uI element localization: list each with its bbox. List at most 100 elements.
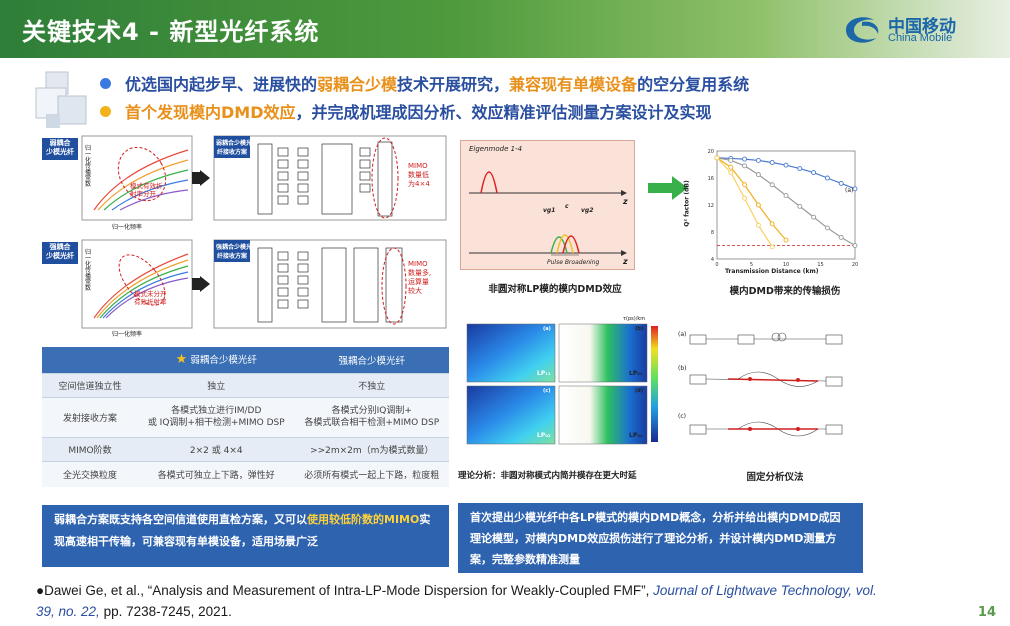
weak-fiber-label: 弱耦合 少模光纤 bbox=[46, 139, 74, 156]
bullet-dot-icon bbox=[100, 106, 111, 117]
y-tick-label: 20 bbox=[708, 149, 714, 155]
series-point-0 bbox=[838, 180, 844, 186]
y-tick-label: 4 bbox=[711, 257, 714, 263]
bullet-1-highlight-b: 兼容现有单模设备 bbox=[509, 75, 638, 94]
series-point-1 bbox=[824, 225, 830, 231]
reference-citation: ●Dawei Ge, et al., “Analysis and Measure… bbox=[36, 580, 886, 622]
right-summary-box: 首次提出少模光纤中各LP模式的模内DMD概念，分析并给出模内DMD成因理论模型，… bbox=[458, 503, 863, 573]
heatmap-lp-d: LP₃₁ bbox=[629, 432, 643, 439]
bullet-1-highlight-a: 弱耦合少模 bbox=[317, 75, 398, 94]
bullet-2: 首个发现模内DMD效应，并完成机理成因分析、效应精准评估测量方案设计及实现 bbox=[100, 99, 712, 123]
y-tick-label: 8 bbox=[711, 230, 714, 236]
chart-xlabel: Transmission Distance (km) bbox=[725, 268, 819, 275]
table-row: 空间信道独立性 独立 不独立 bbox=[42, 372, 449, 397]
strong-mimo-note: MIMO 数量多, 运算量 较大 bbox=[408, 260, 432, 295]
heatmap-panel-a: (a) bbox=[543, 326, 551, 332]
series-point-1 bbox=[769, 182, 775, 188]
left-summary-text-b: 实现高速相干传输，可兼容现有单模设备，适用场景广泛 bbox=[54, 513, 431, 548]
bullet-1-text-c: 的空分复用系统 bbox=[637, 75, 750, 94]
table-header-cell: ★ 弱耦合少模光纤 bbox=[138, 347, 295, 373]
series-point-1 bbox=[852, 243, 858, 248]
slide-title: 关键技术4 - 新型光纤系统 bbox=[22, 18, 320, 46]
mode-scheme-diagram bbox=[42, 135, 447, 329]
setup-label-b: (b) bbox=[678, 365, 687, 372]
series-point-2 bbox=[728, 164, 734, 170]
vg1-label: vg1 bbox=[543, 207, 556, 214]
fig1-caption: 非圆对称LP模的模内DMD效应 bbox=[488, 284, 622, 295]
strong-curve-note: 模式未分开 有效折射率 bbox=[134, 290, 167, 306]
pulse-broadening-svg bbox=[469, 171, 627, 256]
pulse-broadening-label: Pulse Broadening bbox=[547, 259, 600, 266]
series-point-2 bbox=[742, 182, 748, 188]
table-cell: 各模式分别IQ调制+ 各模式联合相干检测+MIMO DSP bbox=[294, 396, 449, 437]
table-cell: 全光交换粒度 bbox=[42, 460, 138, 487]
y-tick-label: 16 bbox=[708, 176, 714, 182]
china-mobile-logo: 中国移动 China Mobile bbox=[840, 10, 986, 48]
x-tick-label: 5 bbox=[750, 262, 753, 268]
right-arrow-icon bbox=[648, 176, 688, 200]
table-header-cell: 强耦合少模光纤 bbox=[294, 347, 449, 373]
heatmap-lp-a: LP₁₁ bbox=[537, 370, 551, 377]
bullet-2-highlight: 首个发现模内DMD效应 bbox=[125, 103, 296, 122]
star-icon: ★ bbox=[175, 352, 188, 368]
series-point-2 bbox=[769, 221, 775, 227]
table-row: 全光交换粒度 各模式可独立上下路，弹性好 必须所有模式一起上下路，粒度粗 bbox=[42, 460, 449, 487]
series-point-1 bbox=[742, 163, 748, 169]
axis-x-label-1: 归一化频率 bbox=[112, 224, 143, 231]
table-cell: MIMO阶数 bbox=[42, 436, 138, 461]
axis-x-label-2: 归一化频率 bbox=[112, 331, 143, 338]
series-point-0 bbox=[783, 162, 789, 168]
series-point-0 bbox=[755, 158, 761, 163]
strong-fiber-label: 强耦合 少模光纤 bbox=[46, 243, 74, 260]
series-point-1 bbox=[783, 193, 789, 198]
series-point-2 bbox=[755, 202, 761, 208]
series-point-0 bbox=[742, 156, 748, 162]
table-header-row: ★ 弱耦合少模光纤 强耦合少模光纤 bbox=[42, 347, 449, 373]
y-tick-label: 12 bbox=[708, 203, 714, 209]
axis-y-label-2: 归一化传播常数 bbox=[84, 249, 91, 292]
series-point-3 bbox=[769, 244, 775, 250]
table-row: MIMO阶数 2×2 或 4×4 >>2m×2m（m为模式数量） bbox=[42, 436, 449, 461]
left-summary-box: 弱耦合方案既支持各空间信道使用直检方案，又可以使用较低阶数的MIMO实现高速相干… bbox=[42, 505, 449, 567]
vg3-label: c bbox=[565, 203, 569, 210]
measurement-setup-svg bbox=[689, 332, 843, 437]
strong-scheme-label: 强耦合少模光 纤接收方案 bbox=[216, 244, 253, 260]
table-cell: 空间信道独立性 bbox=[42, 372, 138, 397]
setup-label-a: (a) bbox=[678, 331, 687, 338]
weak-scheme-label: 弱耦合少模光 纤接收方案 bbox=[216, 140, 253, 156]
series-point-0 bbox=[769, 160, 775, 165]
series-point-2 bbox=[783, 237, 789, 243]
fig3-caption: 理论分析：非圆对称模式内简并模存在更大时延 bbox=[458, 471, 637, 481]
vg2-label: vg2 bbox=[581, 207, 594, 214]
series-point-1 bbox=[838, 234, 844, 240]
setup-label-c: (c) bbox=[678, 413, 686, 420]
slide-header: 关键技术4 - 新型光纤系统 中国移动 China Mobile bbox=[0, 0, 1010, 58]
axis-y-label-1: 归一化传播常数 bbox=[84, 145, 91, 188]
bullet-1-text-a: 优选国内起步早、进展快的 bbox=[125, 75, 318, 94]
table-cell: 各模式独立进行IM/DD 或 IQ调制+相干检测+MIMO DSP bbox=[138, 396, 295, 437]
series-point-3 bbox=[742, 195, 748, 201]
left-summary-text-a: 弱耦合方案既支持各空间信道使用直检方案，又可以 bbox=[54, 513, 307, 526]
series-point-1 bbox=[811, 214, 817, 220]
series-point-3 bbox=[728, 170, 734, 176]
fig4-caption: 固定分析仪法 bbox=[746, 472, 804, 483]
logo-en: China Mobile bbox=[888, 32, 953, 44]
fig2-caption: 模内DMD带来的传输损伤 bbox=[729, 286, 841, 297]
heatmap-panel-d: (d) bbox=[635, 388, 644, 394]
series-point-1 bbox=[728, 158, 734, 163]
page-number: 14 bbox=[977, 605, 996, 620]
series-point-0 bbox=[797, 166, 803, 171]
x-tick-label: 15 bbox=[817, 262, 823, 268]
table-cell: >>2m×2m（m为模式数量） bbox=[294, 436, 449, 461]
weak-mimo-note: MIMO 数量低 为4×4 bbox=[408, 162, 430, 188]
series-line-2 bbox=[716, 157, 787, 241]
left-summary-highlight: 使用较低阶数的MIMO bbox=[307, 513, 420, 526]
china-mobile-logo-icon bbox=[846, 17, 879, 43]
pulse-axis-z-2: z bbox=[623, 257, 628, 266]
reference-text-b: pp. 7238-7245, 2021. bbox=[99, 604, 232, 619]
series-point-3 bbox=[714, 155, 720, 161]
table-cell: 2×2 或 4×4 bbox=[138, 436, 295, 461]
series-point-1 bbox=[797, 203, 803, 209]
pulse-axis-z-1: z bbox=[623, 197, 628, 206]
